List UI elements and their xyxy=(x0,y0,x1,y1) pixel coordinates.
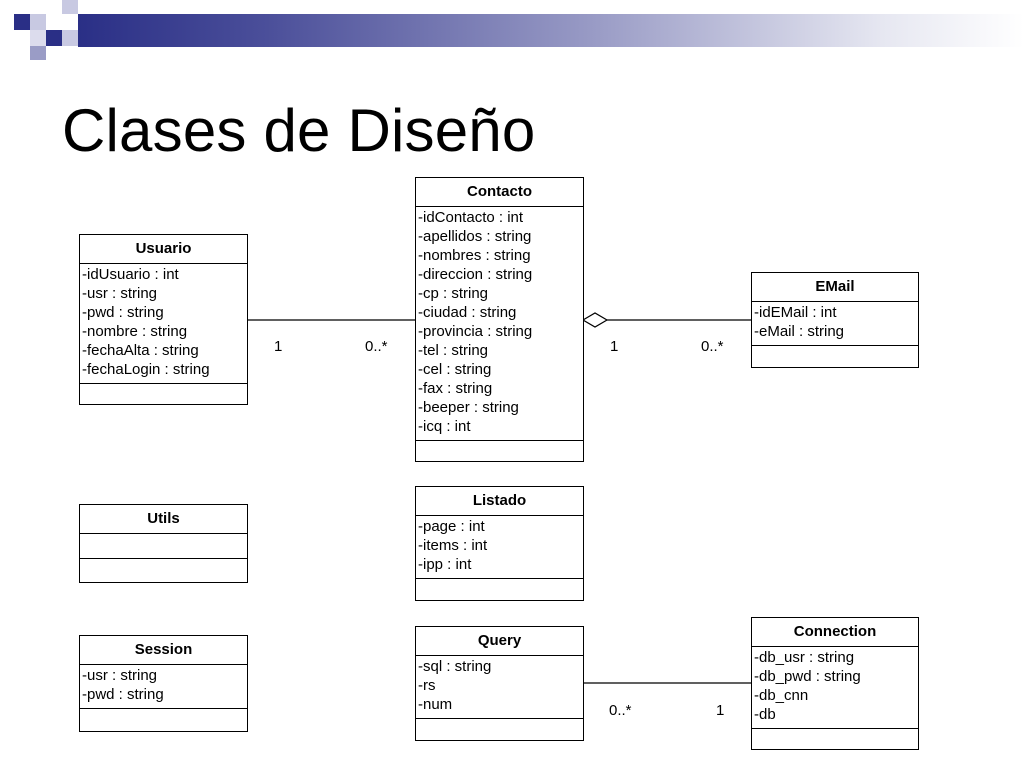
attribute: -eMail : string xyxy=(754,323,845,340)
class-attributes: -sql : string -rs -num xyxy=(416,656,583,719)
class-attributes: -idUsuario : int -usr : string -pwd : st… xyxy=(80,264,247,384)
class-name: Utils xyxy=(80,505,247,534)
attribute: -pwd : string xyxy=(82,686,164,703)
attribute: -beeper : string xyxy=(418,399,519,416)
class-attributes: -db_usr : string -db_pwd : string -db_cn… xyxy=(752,647,918,729)
attribute: -fechaLogin : string xyxy=(82,361,210,378)
class-email[interactable]: EMail -idEMail : int -eMail : string xyxy=(751,272,919,368)
class-attributes xyxy=(80,534,247,559)
class-listado[interactable]: Listado -page : int -items : int -ipp : … xyxy=(415,486,584,601)
attribute: -cel : string xyxy=(418,361,492,378)
attribute: -db_pwd : string xyxy=(754,668,861,685)
attribute: -ciudad : string xyxy=(418,304,517,321)
class-session[interactable]: Session -usr : string -pwd : string xyxy=(79,635,248,732)
attribute: -items : int xyxy=(418,537,488,554)
attribute: -rs xyxy=(418,677,436,694)
class-contacto[interactable]: Contacto -idContacto : int -apellidos : … xyxy=(415,177,584,462)
attribute: -num xyxy=(418,696,453,713)
attribute: -idEMail : int xyxy=(754,304,837,321)
attribute: -provincia : string xyxy=(418,323,533,340)
class-name: EMail xyxy=(752,273,918,302)
attribute: -nombres : string xyxy=(418,247,531,264)
attribute: -fechaAlta : string xyxy=(82,342,199,359)
multiplicity-email: 0..* xyxy=(701,338,724,355)
attribute: -icq : int xyxy=(418,418,471,435)
header-square-light-4 xyxy=(62,30,78,46)
class-attributes: -idContacto : int -apellidos : string -n… xyxy=(416,207,583,441)
class-name: Usuario xyxy=(80,235,247,264)
slide-title: Clases de Diseño xyxy=(62,97,536,164)
class-attributes: -usr : string -pwd : string xyxy=(80,665,247,709)
attribute: -db xyxy=(754,706,776,723)
attribute: -ipp : int xyxy=(418,556,472,573)
class-name: Session xyxy=(80,636,247,665)
header-square-light-1 xyxy=(30,14,46,30)
multiplicity-query: 0..* xyxy=(609,702,632,719)
header-square-light-3 xyxy=(30,30,46,46)
attribute: -sql : string xyxy=(418,658,492,675)
attribute: -nombre : string xyxy=(82,323,188,340)
class-query[interactable]: Query -sql : string -rs -num xyxy=(415,626,584,741)
attribute: -db_usr : string xyxy=(754,649,855,666)
multiplicity-connection: 1 xyxy=(716,702,725,719)
aggregation-diamond xyxy=(581,312,609,328)
class-connection[interactable]: Connection -db_usr : string -db_pwd : st… xyxy=(751,617,919,750)
header-square-light-5 xyxy=(30,46,46,60)
header-band xyxy=(78,14,1024,47)
attribute: -pwd : string xyxy=(82,304,164,321)
attribute: -page : int xyxy=(418,518,485,535)
attribute: -apellidos : string xyxy=(418,228,532,245)
multiplicity-contacto-agg: 1 xyxy=(610,338,619,355)
multiplicity-contacto: 0..* xyxy=(365,338,388,355)
attribute: -idUsuario : int xyxy=(82,266,179,283)
class-usuario[interactable]: Usuario -idUsuario : int -usr : string -… xyxy=(79,234,248,405)
class-name: Listado xyxy=(416,487,583,516)
class-attributes: -page : int -items : int -ipp : int xyxy=(416,516,583,579)
attribute: -usr : string xyxy=(82,285,158,302)
attribute: -idContacto : int xyxy=(418,209,524,226)
class-name: Contacto xyxy=(416,178,583,207)
attribute: -tel : string xyxy=(418,342,489,359)
attribute: -direccion : string xyxy=(418,266,533,283)
class-attributes: -idEMail : int -eMail : string xyxy=(752,302,918,346)
class-name: Connection xyxy=(752,618,918,647)
header-square-light-2 xyxy=(62,0,78,14)
attribute: -usr : string xyxy=(82,667,158,684)
attribute: -fax : string xyxy=(418,380,493,397)
header-square-dark-1 xyxy=(14,14,30,30)
attribute: -db_cnn xyxy=(754,687,809,704)
class-name: Query xyxy=(416,627,583,656)
attribute: -cp : string xyxy=(418,285,489,302)
multiplicity-usuario: 1 xyxy=(274,338,283,355)
class-utils[interactable]: Utils xyxy=(79,504,248,583)
header-square-dark-2 xyxy=(46,30,62,46)
